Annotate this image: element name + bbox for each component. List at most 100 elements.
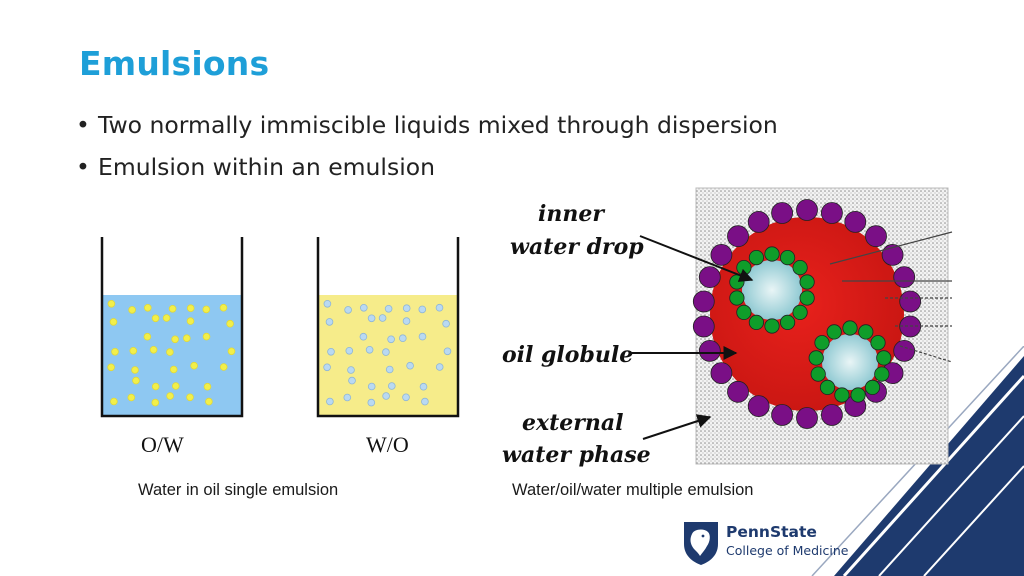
surfactant-bead xyxy=(747,395,770,418)
droplet xyxy=(129,347,138,355)
surfactant-bead xyxy=(729,290,745,306)
surfactant-bead xyxy=(796,199,818,221)
droplet xyxy=(202,305,211,314)
beaker-water-in-oil xyxy=(316,237,460,418)
droplet xyxy=(190,361,198,370)
droplet xyxy=(359,332,368,341)
droplet xyxy=(205,397,213,406)
droplet xyxy=(402,393,410,402)
droplet xyxy=(418,305,427,314)
droplet xyxy=(219,303,228,312)
label-external-water-phase: water phase xyxy=(502,442,651,468)
surfactant-bead xyxy=(876,350,892,366)
corner-stripes-decoration xyxy=(811,346,1024,576)
droplet xyxy=(325,318,334,326)
droplet xyxy=(359,304,368,312)
droplet xyxy=(227,347,236,356)
caption-multiple-emulsion: Water/oil/water multiple emulsion xyxy=(512,481,754,499)
pennstate-logo: PennState College of Medicine xyxy=(682,520,852,568)
droplet xyxy=(109,318,118,326)
droplet xyxy=(186,304,195,312)
droplet xyxy=(127,393,136,402)
droplet xyxy=(344,306,352,314)
droplet xyxy=(421,397,429,406)
logo-subtitle: College of Medicine xyxy=(726,543,849,558)
droplet xyxy=(162,314,171,322)
droplet xyxy=(399,334,407,342)
surfactant-bead xyxy=(727,380,749,403)
surfactant-bead xyxy=(736,304,752,321)
surfactant-bead xyxy=(771,404,794,426)
beaker-label: W/O xyxy=(366,432,409,457)
droplet xyxy=(348,376,356,385)
surfactant-bead xyxy=(842,320,858,336)
surfactant-bead xyxy=(698,266,721,288)
droplet xyxy=(406,361,414,370)
surfactant-bead xyxy=(736,260,752,276)
surfactant-bead xyxy=(796,407,818,429)
droplet xyxy=(111,348,119,356)
droplet xyxy=(418,332,427,341)
surfactant-bead xyxy=(748,250,764,266)
surfactant-layer xyxy=(692,199,922,429)
droplet xyxy=(226,319,234,328)
droplet xyxy=(365,346,374,354)
surfactant-bead xyxy=(748,314,764,330)
droplet xyxy=(435,363,444,371)
droplet xyxy=(387,335,395,344)
surfactant-bead xyxy=(844,211,867,233)
surfactant-bead xyxy=(899,290,922,313)
surfactant-bead xyxy=(808,350,824,366)
surfactant-bead xyxy=(764,318,780,334)
droplet xyxy=(443,347,452,356)
label-inner-water-drop: water drop xyxy=(510,234,644,260)
surfactant-bead xyxy=(698,339,721,362)
beaker-label: O/W xyxy=(141,432,184,457)
droplet xyxy=(110,397,118,406)
surfactant-bead xyxy=(792,304,808,321)
surfactant-bead xyxy=(864,379,881,395)
droplet xyxy=(402,304,411,312)
droplet xyxy=(323,300,332,308)
droplet xyxy=(435,303,444,312)
surfactant-bead xyxy=(870,335,886,351)
surfactant-bead xyxy=(826,324,842,340)
droplet xyxy=(442,319,450,328)
surfactant-bead xyxy=(692,290,715,313)
droplet xyxy=(151,398,160,407)
droplets xyxy=(323,300,452,407)
surfactant-bead xyxy=(710,362,733,385)
inner-drop-membrane xyxy=(808,320,892,403)
droplet xyxy=(367,382,376,391)
droplet xyxy=(169,365,178,374)
surfactant-bead xyxy=(893,339,916,362)
surfactant-bead xyxy=(764,246,780,262)
surfactant-bead xyxy=(727,225,749,248)
droplet xyxy=(171,335,179,344)
droplet xyxy=(219,363,228,371)
droplet xyxy=(131,366,139,374)
label-inner-water-drop: inner xyxy=(538,201,605,227)
droplet xyxy=(143,304,152,312)
surfactant-bead xyxy=(858,324,874,340)
surfactant-bead xyxy=(799,274,815,290)
surfactant-bead xyxy=(747,211,770,233)
droplet xyxy=(149,346,158,354)
surfactant-bead xyxy=(779,314,796,330)
droplet xyxy=(186,393,194,402)
bullet-item: Two normally immiscible liquids mixed th… xyxy=(76,108,778,150)
droplet xyxy=(384,305,393,313)
surfactant-bead xyxy=(810,366,826,382)
surfactant-bead xyxy=(881,244,904,266)
bullet-list: Two normally immiscible liquids mixed th… xyxy=(76,108,778,192)
droplet xyxy=(186,317,195,325)
inner-water-drop xyxy=(742,260,802,320)
logo-name: PennState xyxy=(726,523,817,541)
droplet xyxy=(132,376,140,385)
inner-water-drop xyxy=(822,334,878,390)
droplet xyxy=(183,334,191,342)
label-oil-globule: oil globule xyxy=(502,342,633,368)
surfactant-bead xyxy=(820,202,843,224)
droplet xyxy=(172,382,180,390)
